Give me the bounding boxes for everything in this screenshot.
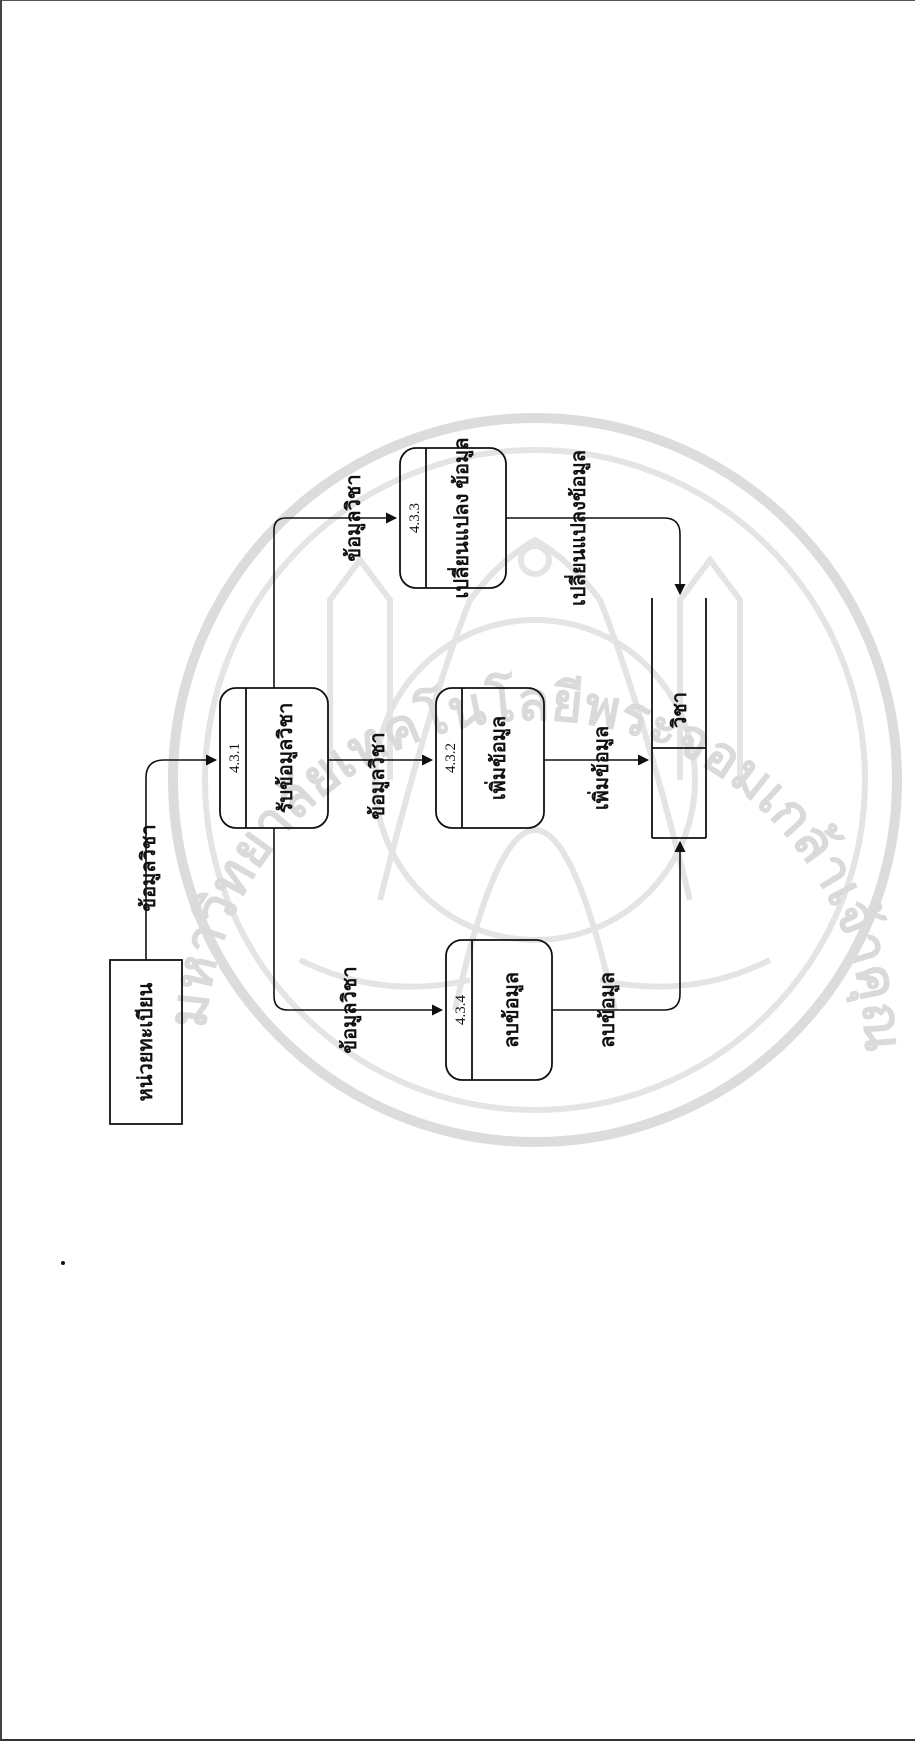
process-4-3-1: 4.3.1 รับข้อมูลวิชา	[219, 687, 329, 829]
flow-label-to-4-3-2: ข้อมูลวิชา	[366, 732, 391, 819]
stray-dot	[61, 1261, 65, 1265]
flow-label-from-4-3-2: เพิ่มข้อมูล	[586, 726, 615, 810]
flow-4-3-3-to-datastore: เปลี่ยนแปลงข้อมูล	[506, 450, 686, 606]
flow-4-3-2-to-datastore: เพิ่มข้อมูล	[544, 726, 650, 810]
flow-entity-to-4-3-1: ข้อมูลวิชา	[137, 754, 218, 960]
flow-label-entity-to-4-3-1: ข้อมูลวิชา	[137, 824, 162, 911]
process-4-3-4-id: 4.3.4	[453, 995, 469, 1026]
process-4-3-2: 4.3.2 เพิ่มข้อมูล	[435, 687, 545, 829]
process-4-3-4-name: ลบข้อมูล	[500, 972, 525, 1048]
process-4-3-3-name: เปลี่ยนแปลง ข้อมูล	[446, 438, 475, 599]
flow-label-to-4-3-4: ข้อมูลวิชา	[338, 966, 363, 1053]
flow-4-3-1-to-4-3-4: ข้อมูลวิชา	[273, 828, 444, 1054]
flow-4-3-1-to-4-3-2: ข้อมูลวิชา	[328, 732, 434, 820]
flow-4-3-4-to-datastore: ลบข้อมูล	[552, 840, 686, 1048]
process-4-3-3-id: 4.3.3	[407, 503, 423, 533]
process-4-3-2-name: เพิ่มข้อมูล	[483, 716, 512, 800]
process-4-3-1-id: 4.3.1	[227, 743, 243, 773]
process-4-3-2-id: 4.3.2	[443, 743, 459, 773]
process-4-3-1-name: รับข้อมูลวิชา	[274, 703, 299, 814]
external-entity-label: หน่วยทะเบียน	[134, 982, 157, 1101]
process-4-3-3: 4.3.3 เปลี่ยนแปลง ข้อมูล	[399, 438, 507, 599]
flow-4-3-1-to-4-3-3: ข้อมูลวิชา	[273, 474, 398, 688]
flow-label-from-4-3-3: เปลี่ยนแปลงข้อมูล	[563, 450, 592, 606]
datastore-label: วิชา	[669, 692, 691, 729]
datastore-subject: วิชา	[651, 598, 707, 839]
flow-label-from-4-3-4: ลบข้อมูล	[596, 972, 621, 1048]
flow-label-to-4-3-3: ข้อมูลวิชา	[342, 474, 367, 561]
process-4-3-4: 4.3.4 ลบข้อมูล	[445, 939, 553, 1081]
